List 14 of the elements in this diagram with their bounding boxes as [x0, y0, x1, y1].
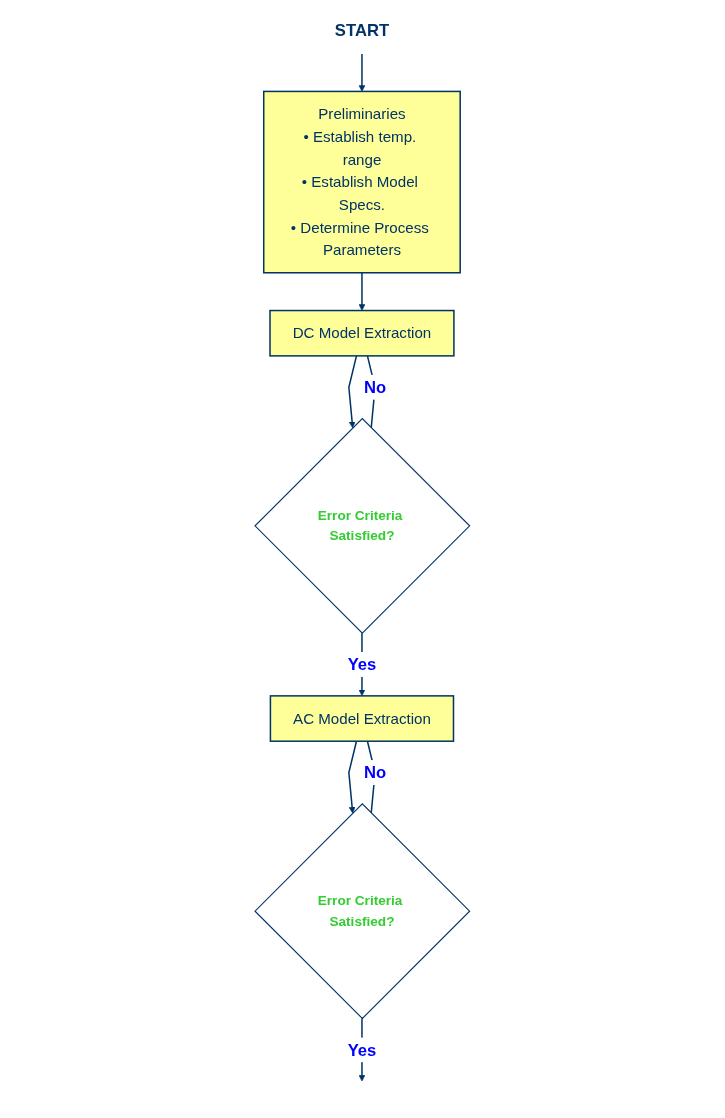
- node-diamond: Error Criteria Satisfied?: [254, 417, 471, 634]
- arrow: [348, 355, 358, 429]
- edge-label: No: [364, 763, 387, 783]
- edge-label: No: [364, 377, 387, 397]
- node-box: Preliminaries • Establish temp. range • Establish Model Specs. • Determine Process Parameters: [263, 90, 462, 274]
- node-diamond: Error Criteria Satisfied?: [254, 803, 471, 1020]
- edge-label: Yes: [347, 655, 377, 674]
- node-text: START: [335, 20, 390, 40]
- arrow: [348, 740, 358, 814]
- arrow: [358, 272, 366, 311]
- node-box: AC Model Extraction: [269, 695, 455, 742]
- node-box: DC Model Extraction: [269, 309, 455, 357]
- edge-label: Yes: [347, 1040, 377, 1060]
- arrow: [358, 52, 366, 92]
